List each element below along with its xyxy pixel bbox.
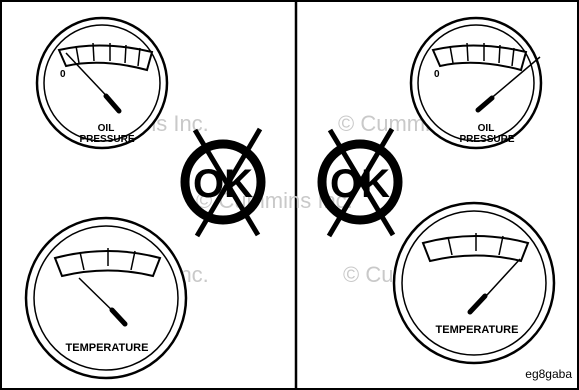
scale-tick [125, 45, 126, 63]
gauge-zero-label: 0 [434, 69, 440, 80]
gauge-label-line1: OIL [478, 123, 495, 134]
crossed-ok-right: OK [322, 129, 398, 236]
left-temperature-gauge: TEMPERATURE [26, 218, 186, 378]
gauge-label: TEMPERATURE [436, 324, 519, 336]
gauge-bezel-outer [411, 18, 541, 148]
left-oil-pressure-gauge: 0 OIL PRESSURE [37, 18, 167, 148]
gauge-bezel-outer [394, 203, 554, 363]
ok-text: OK [193, 162, 253, 206]
crossed-ok-left: OK [185, 129, 261, 236]
gauge-zero-label: 0 [60, 69, 66, 80]
gauge-bezel-outer [26, 218, 186, 378]
gauge-label-line1: OIL [98, 123, 115, 134]
gauge-label-line2: PRESSURE [79, 134, 134, 145]
gauge-label-line2: PRESSURE [459, 134, 514, 145]
scale-tick [499, 45, 500, 63]
figure-code: eg8gaba [525, 367, 572, 381]
gauge-label: TEMPERATURE [66, 342, 149, 354]
scale-tick [93, 43, 94, 61]
scale-tick [467, 43, 468, 61]
right-oil-pressure-gauge: 0 OIL PRESSURE [411, 18, 541, 148]
right-temperature-gauge: TEMPERATURE [394, 203, 554, 363]
